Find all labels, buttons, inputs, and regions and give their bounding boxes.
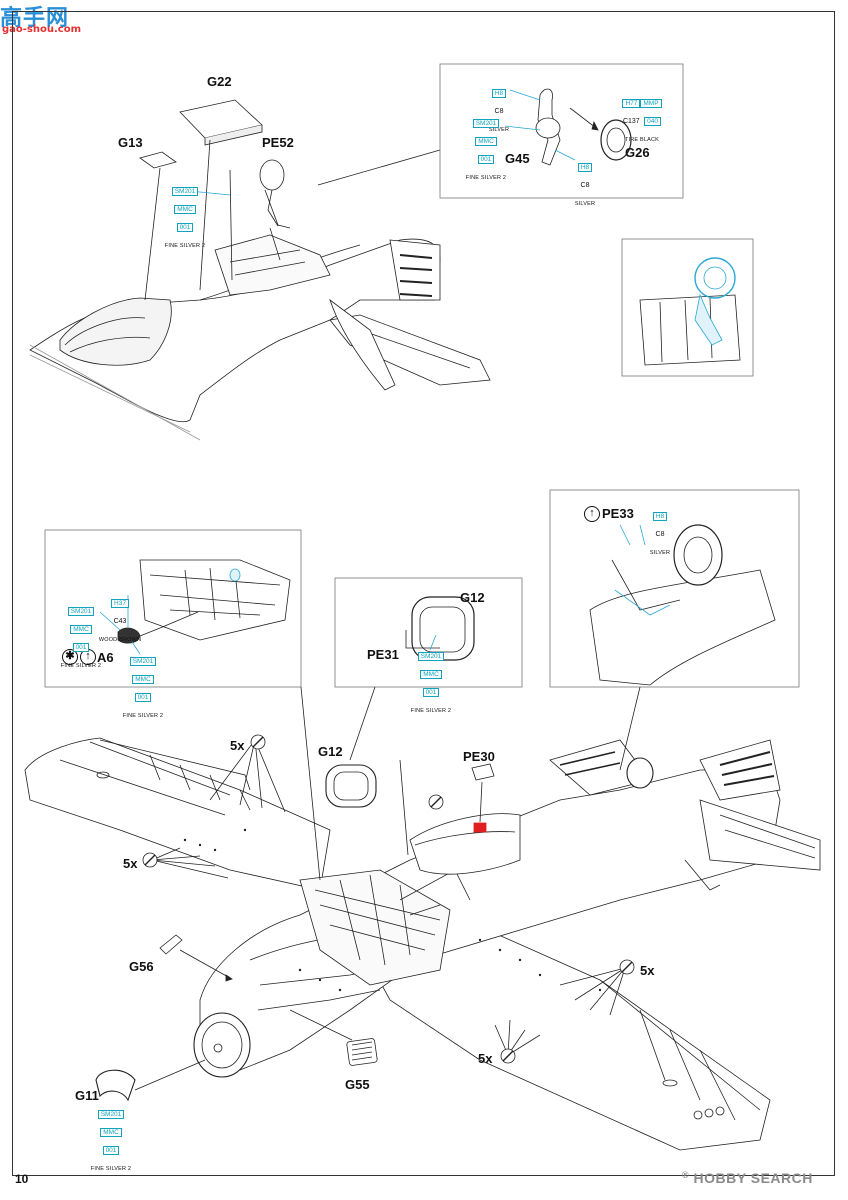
- paint-fine-silver-g45: SM201 MMC 001 FINE SILVER 2: [462, 112, 510, 184]
- multiplier-5x-bottom: 5x: [478, 1051, 493, 1066]
- paint-silver-g45: H8 C8 SILVER: [484, 82, 514, 136]
- paint-code: 001: [72, 643, 90, 652]
- paint-silver-pe33: H8 C8 SILVER: [645, 505, 675, 559]
- hobby-search-brand: HOBBY SEARCH: [693, 1170, 813, 1186]
- main-cockpit: [299, 869, 451, 986]
- inset-g45-g26: [439, 63, 684, 199]
- paint-silver-g45b: H8 C8 SILVER: [570, 156, 600, 210]
- label-pe33: PE33: [602, 506, 634, 521]
- paint-name: WOOD BROWN: [98, 637, 142, 643]
- paint-name: FINE SILVER 2: [410, 708, 452, 714]
- hobby-search-logo: ® HOBBY SEARCH: [682, 1170, 813, 1186]
- paint-code: 040: [644, 117, 662, 126]
- paint-code: 001: [477, 155, 495, 164]
- label-g45: G45: [505, 151, 530, 166]
- label-g12-main: G12: [318, 744, 343, 759]
- label-g13: G13: [118, 135, 143, 150]
- paint-fine-silver-a6: SM201 MMC 001 FINE SILVER 2: [56, 600, 106, 672]
- paint-code-alt: C8: [494, 108, 504, 115]
- paint-name: SILVER: [574, 201, 596, 207]
- label-g22: G22: [207, 74, 232, 89]
- star-circle-icon: ✱: [62, 649, 78, 665]
- paint-code: MMP: [640, 99, 662, 108]
- label-g55: G55: [345, 1077, 370, 1092]
- label-a6: A6: [97, 650, 114, 665]
- paint-name: FINE SILVER 2: [164, 243, 206, 249]
- paint-wood-brown: H37 C43 WOOD BROWN: [94, 592, 146, 646]
- g11-part: [95, 1069, 136, 1102]
- upper-stab: [329, 298, 396, 391]
- paint-code: SM201: [171, 187, 199, 196]
- paint-code: H8: [652, 512, 668, 521]
- paint-code: H8: [491, 89, 507, 98]
- paint-name: FINE SILVER 2: [90, 1166, 132, 1172]
- paint-code: SM201: [67, 607, 95, 616]
- main-left-wing: [24, 737, 331, 891]
- page-frame: [12, 11, 835, 1176]
- paint-name: FINE SILVER 2: [465, 175, 507, 181]
- main-tail-wheel: [626, 757, 654, 789]
- paint-code: SM201: [417, 652, 445, 661]
- paint-code: MMC: [174, 205, 196, 214]
- main-nose-top: [409, 813, 521, 875]
- paint-code-alt: C137: [622, 118, 640, 125]
- multiplier-5x-left: 5x: [123, 856, 138, 871]
- page-number: 10: [15, 1172, 29, 1186]
- label-pe31: PE31: [367, 647, 399, 662]
- arrow-up-circle-icon-pe33: ↑: [584, 506, 600, 522]
- main-stab-right: [699, 799, 821, 871]
- paint-code: 001: [422, 688, 440, 697]
- label-pe30: PE30: [463, 749, 495, 764]
- upper-cockpit: [214, 234, 331, 296]
- paint-code: SM201: [97, 1110, 125, 1119]
- paint-code: MMC: [475, 137, 497, 146]
- paint-fine-silver-a6b: SM201 MMC 001 FINE SILVER 2: [117, 650, 169, 722]
- paint-fine-silver-g11: SM201 MMC 001 FINE SILVER 2: [86, 1103, 136, 1175]
- hobby-search-mark: ®: [682, 1170, 690, 1180]
- site-logo-url: gao-shou.com: [2, 24, 82, 35]
- g55-part: [346, 1038, 378, 1066]
- multiplier-5x-right: 5x: [640, 963, 655, 978]
- paint-code: H77: [622, 99, 641, 108]
- paint-code: 001: [176, 223, 194, 232]
- label-g11: G11: [75, 1088, 99, 1103]
- label-g56: G56: [129, 959, 154, 974]
- site-logo: 高手网 gao-shou.com: [0, 0, 81, 35]
- paint-code: H8: [577, 163, 593, 172]
- paint-code: H37: [111, 599, 129, 608]
- paint-code-alt: C43: [113, 618, 127, 625]
- label-g12-inset: G12: [460, 590, 485, 605]
- paint-name: SILVER: [649, 550, 671, 556]
- paint-code-alt: C8: [655, 531, 665, 538]
- paint-name: TIRE BLACK: [624, 137, 660, 143]
- paint-code: MMC: [132, 675, 154, 684]
- paint-name: SILVER: [488, 127, 510, 133]
- upper-nose: [59, 297, 172, 366]
- paint-code: MMC: [70, 625, 92, 634]
- pe30-marker: [473, 822, 487, 833]
- label-g26: G26: [625, 145, 650, 160]
- paint-code: 001: [102, 1146, 120, 1155]
- paint-code: 001: [134, 693, 152, 702]
- paint-fine-silver-pe31: SM201 MMC 001 FINE SILVER 2: [406, 645, 456, 717]
- paint-code-alt: C8: [580, 182, 590, 189]
- paint-name: FINE SILVER 2: [60, 663, 102, 669]
- paint-code: SM201: [472, 119, 500, 128]
- multiplier-5x-upper: 5x: [230, 738, 245, 753]
- paint-name: FINE SILVER 2: [122, 713, 164, 719]
- paint-code: MMC: [420, 670, 442, 679]
- g56-part: [159, 934, 183, 955]
- paint-code: MMC: [100, 1128, 122, 1137]
- paint-code: SM201: [129, 657, 157, 666]
- label-pe52: PE52: [262, 135, 294, 150]
- pe52-wheel: [259, 159, 285, 191]
- site-logo-chinese: 高手网: [0, 6, 70, 31]
- g13-part: [139, 151, 177, 169]
- paint-fine-silver-top: SM201 MMC 001 FINE SILVER 2: [160, 180, 210, 252]
